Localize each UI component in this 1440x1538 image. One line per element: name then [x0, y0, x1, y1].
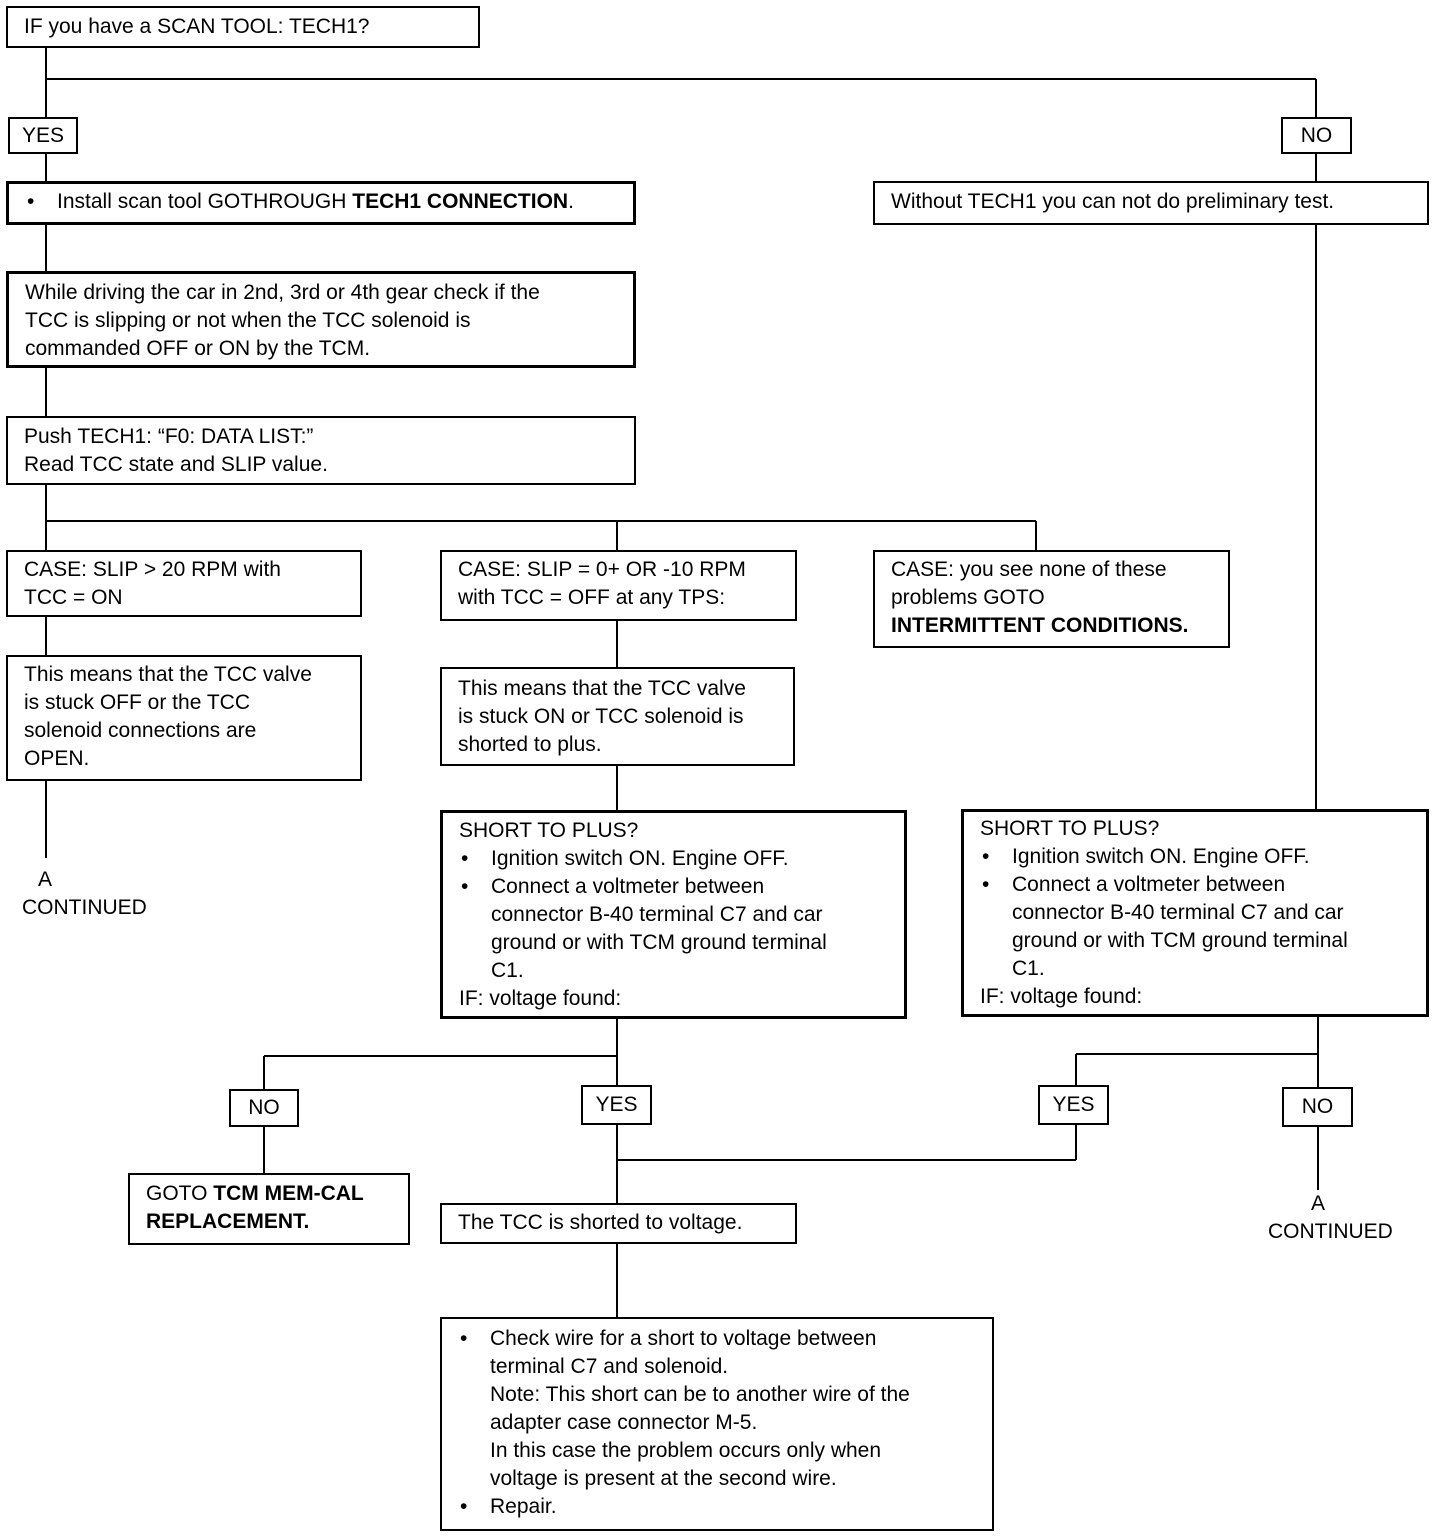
case-slip-off-line-2: with TCC = OFF at any TPS: [458, 586, 726, 609]
ignition-bullet-middle: Ignition switch ON. Engine OFF. [459, 845, 890, 873]
driving-line-1: While driving the car in 2nd, 3rd or 4th… [25, 281, 540, 304]
yes-label-middle: YES [581, 1085, 652, 1125]
case-slip-on-line-2: TCC = ON [24, 586, 123, 609]
if-voltage-middle: IF: voltage found: [459, 987, 622, 1010]
voltmeter-line-4-right: C1. [1012, 957, 1045, 980]
no-label-right: NO [1282, 1087, 1353, 1127]
short-to-plus-box-right: SHORT TO PLUS? Ignition switch ON. Engin… [961, 809, 1429, 1017]
voltmeter-line-3-middle: ground or with TCM ground terminal [491, 931, 827, 954]
stuck-off-line-4: OPEN. [24, 747, 90, 770]
driving-line-2: TCC is slipping or not when the TCC sole… [25, 309, 471, 332]
short-title-right: SHORT TO PLUS? [980, 817, 1160, 840]
voltmeter-line-4-middle: C1. [491, 959, 524, 982]
case-none-line-1: CASE: you see none of these [891, 558, 1167, 581]
stuck-on-line-1: This means that the TCC valve [458, 677, 746, 700]
voltmeter-bullet-middle: Connect a voltmeter between [459, 873, 890, 901]
case-none-line-2: problems GOTO [891, 586, 1045, 609]
continued-letter-right: A [1311, 1192, 1326, 1215]
tcc-shorted-text: The TCC is shorted to voltage. [458, 1211, 743, 1234]
case-slip-off-box: CASE: SLIP = 0+ OR -10 RPM with TCC = OF… [440, 550, 797, 621]
without-tech1-text: Without TECH1 you can not do preliminary… [891, 190, 1335, 213]
install-scan-tool-box: Install scan tool GOTHROUGH TECH1 CONNEC… [6, 181, 636, 225]
mem-cal-box: GOTO TCM MEM-CAL REPLACEMENT. [128, 1173, 410, 1245]
stuck-on-line-2: is stuck ON or TCC solenoid is [458, 705, 744, 728]
case-slip-on-box: CASE: SLIP > 20 RPM with TCC = ON [6, 550, 362, 617]
short-to-plus-box-middle: SHORT TO PLUS? Ignition switch ON. Engin… [440, 810, 907, 1019]
stuck-off-line-1: This means that the TCC valve [24, 663, 312, 686]
tcm-mem-cal-link: TCM MEM-CAL [213, 1182, 364, 1205]
without-tech1-box: Without TECH1 you can not do preliminary… [873, 181, 1429, 225]
stuck-off-line-2: is stuck OFF or the TCC [24, 691, 250, 714]
push-line-1: Push TECH1: “F0: DATA LIST:” [24, 425, 314, 448]
voltmeter-line-2-middle: connector B-40 terminal C7 and car [491, 903, 823, 926]
yes-label-top: YES [8, 117, 78, 154]
note-line-1: Note: This short can be to another wire … [490, 1383, 910, 1406]
note-line-2: adapter case connector M-5. [490, 1411, 758, 1434]
stuck-on-box: This means that the TCC valve is stuck O… [440, 667, 795, 766]
voltmeter-bullet-right: Connect a voltmeter between [980, 871, 1412, 899]
if-voltage-right: IF: voltage found: [980, 985, 1143, 1008]
check-wire-line-2: terminal C7 and solenoid. [490, 1355, 729, 1378]
voltmeter-line-2-right: connector B-40 terminal C7 and car [1012, 901, 1344, 924]
continued-a-left: A CONTINUED [22, 866, 147, 922]
driving-check-box: While driving the car in 2nd, 3rd or 4th… [6, 271, 636, 368]
voltmeter-line-3-right: ground or with TCM ground terminal [1012, 929, 1348, 952]
check-wire-bullet: Check wire for a short to voltage betwee… [458, 1325, 978, 1353]
ignition-bullet-right: Ignition switch ON. Engine OFF. [980, 843, 1412, 871]
tcc-shorted-box: The TCC is shorted to voltage. [440, 1203, 797, 1244]
case-slip-on-line-1: CASE: SLIP > 20 RPM with [24, 558, 281, 581]
no-label-middle: NO [229, 1089, 299, 1127]
install-suffix: . [568, 190, 574, 213]
case-slip-off-line-1: CASE: SLIP = 0+ OR -10 RPM [458, 558, 746, 581]
continued-text-right: CONTINUED [1268, 1220, 1393, 1243]
note-line-4: voltage is present at the second wire. [490, 1467, 837, 1490]
continued-text-left: CONTINUED [22, 896, 147, 919]
note-line-3: In this case the problem occurs only whe… [490, 1439, 882, 1462]
start-question-text: IF you have a SCAN TOOL: TECH1? [24, 15, 370, 38]
continued-a-right: A CONTINUED [1268, 1190, 1393, 1246]
repair-bullet: Repair. [458, 1493, 978, 1521]
driving-line-3: commanded OFF or ON by the TCM. [25, 337, 371, 360]
install-text: Install scan tool GOTHROUGH [57, 190, 353, 213]
check-wire-box: Check wire for a short to voltage betwee… [440, 1317, 994, 1531]
goto-text: GOTO [146, 1182, 214, 1205]
stuck-off-line-3: solenoid connections are [24, 719, 257, 742]
case-none-box: CASE: you see none of these problems GOT… [873, 550, 1230, 648]
tech1-connection-link: TECH1 CONNECTION [352, 190, 569, 213]
continued-letter-left: A [38, 868, 53, 891]
short-title-middle: SHORT TO PLUS? [459, 819, 639, 842]
no-label-top: NO [1281, 117, 1352, 154]
intermittent-conditions-link: INTERMITTENT CONDITIONS. [891, 614, 1189, 637]
replacement-link: REPLACEMENT. [146, 1210, 310, 1233]
yes-label-right: YES [1038, 1085, 1109, 1125]
stuck-off-box: This means that the TCC valve is stuck O… [6, 655, 362, 781]
push-tech1-box: Push TECH1: “F0: DATA LIST:” Read TCC st… [6, 416, 636, 485]
start-question-box: IF you have a SCAN TOOL: TECH1? [6, 6, 480, 48]
push-line-2: Read TCC state and SLIP value. [24, 453, 328, 476]
stuck-on-line-3: shorted to plus. [458, 733, 602, 756]
